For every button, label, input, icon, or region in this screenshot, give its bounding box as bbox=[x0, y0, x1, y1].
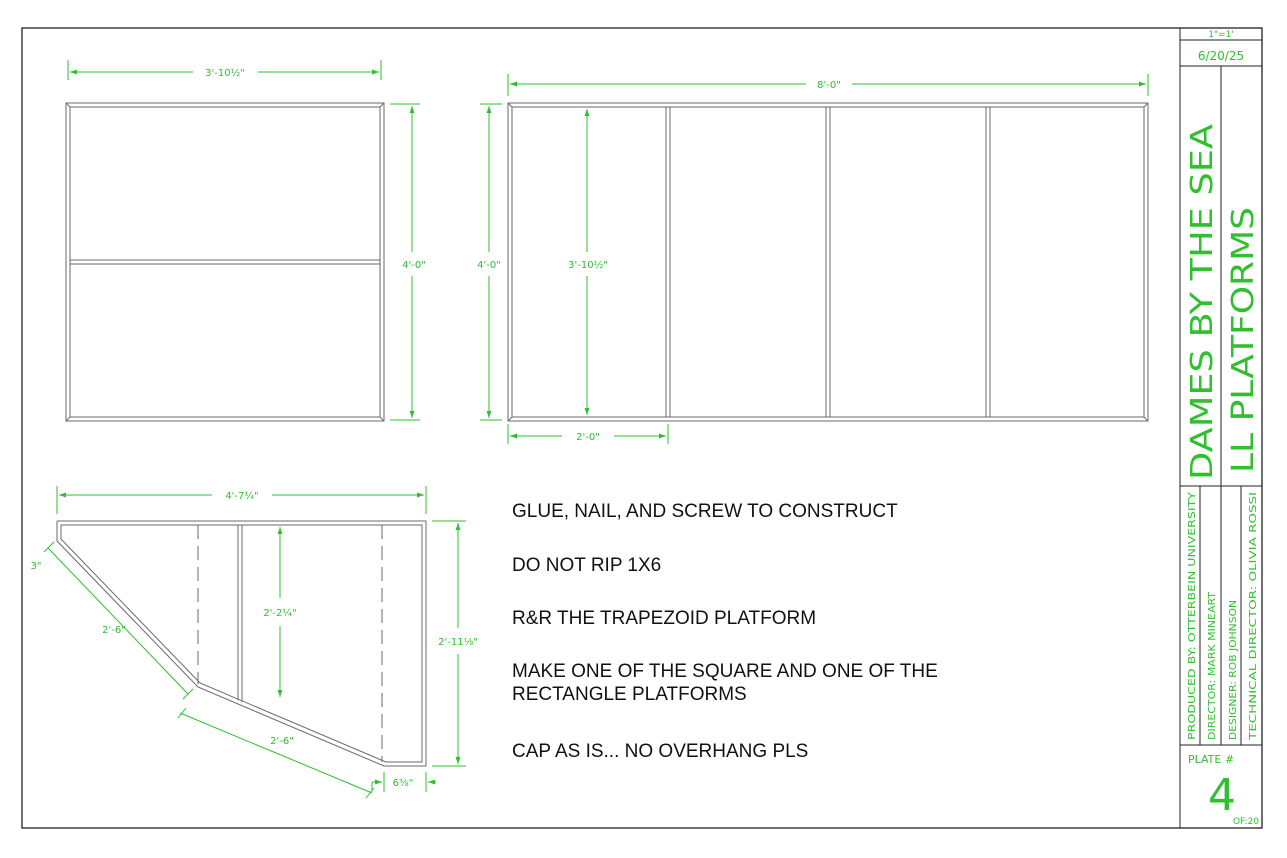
rectangle-dimensions bbox=[480, 74, 1149, 444]
produced-by: PRODUCED BY: OTTERBEIN UNIVERSITY bbox=[1187, 491, 1198, 740]
square-platform bbox=[65, 102, 385, 422]
note-rip: DO NOT RIP 1X6 bbox=[512, 555, 662, 576]
square-height-dim: 4'-0" bbox=[402, 260, 426, 271]
square-dimensions bbox=[67, 60, 420, 421]
drawing-scale: 1"=1' bbox=[1208, 30, 1234, 40]
rectangle-platform bbox=[507, 102, 1149, 422]
trap-height-dim: 2'-11⅛" bbox=[438, 637, 478, 648]
director-credit: DIRECTOR: MARK MINEART bbox=[1207, 591, 1218, 740]
trapezoid-hidden-lines bbox=[197, 525, 383, 762]
designer-credit: DESIGNER: ROB JOHNSON bbox=[1228, 600, 1239, 740]
technical-director-credit: TECHNICAL DIRECTOR: OLIVIA ROSSI bbox=[1248, 492, 1259, 741]
rect-inner-dim: 3'-10½" bbox=[568, 259, 608, 271]
trap-width-dim: 4'-7¼" bbox=[225, 490, 258, 502]
title-block-frame bbox=[1179, 28, 1262, 828]
note-construct: GLUE, NAIL, AND SCREW TO CONSTRUCT bbox=[512, 501, 898, 522]
note-make-platforms: MAKE ONE OF THE SQUARE AND ONE OF THE RE… bbox=[512, 661, 938, 705]
trap-slope-lower-dim: 2'-6" bbox=[270, 736, 294, 747]
trap-inner-height-dim: 2'-2¼" bbox=[263, 607, 296, 619]
rect-width-dim: 8'-0" bbox=[817, 80, 841, 91]
sheet-border bbox=[21, 27, 1263, 829]
trap-slope-upper-dim: 2'-6" bbox=[102, 625, 126, 636]
drawing-date: 6/20/25 bbox=[1198, 49, 1244, 63]
trapezoid-dimensions bbox=[43, 486, 466, 799]
trap-end-dim: 6⅜" bbox=[393, 778, 414, 789]
trapezoid-platform bbox=[56, 520, 427, 767]
note-trapezoid: R&R THE TRAPEZOID PLATFORM bbox=[512, 608, 817, 629]
square-width-dim: 3'-10½" bbox=[205, 67, 245, 79]
note-cap: CAP AS IS... NO OVERHANG PLS bbox=[512, 741, 809, 762]
plate-total: OF:20 bbox=[1233, 817, 1259, 827]
trap-corner-dim: 3" bbox=[31, 561, 42, 572]
plate-number: 4 bbox=[1208, 770, 1236, 821]
rect-bay-dim: 2'-0" bbox=[576, 432, 600, 443]
show-title: DAMES BY THE SEA bbox=[1185, 123, 1220, 480]
plate-label: PLATE # bbox=[1188, 753, 1234, 766]
rect-height-dim: 4'-0" bbox=[477, 260, 501, 271]
drawing-title: LL PLATFORMS bbox=[1226, 207, 1261, 473]
